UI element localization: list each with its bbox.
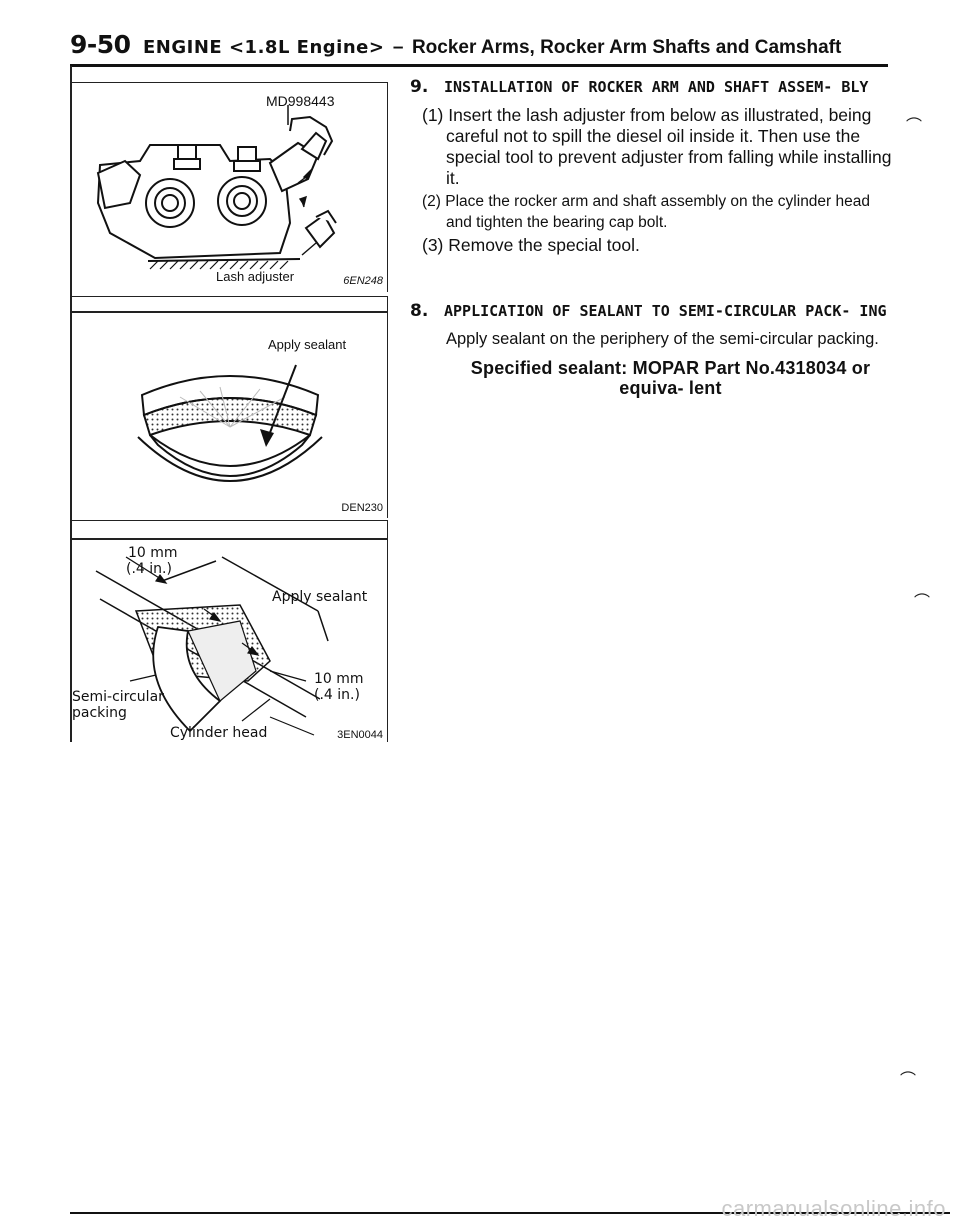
section-heading-installation: 9. INSTALLATION OF ROCKER ARM AND SHAFT … [410,78,895,97]
margin-mark-icon: ⌒ [914,594,931,611]
margin-mark-icon: ⌒ [906,118,923,135]
apply-sealant-label: Apply sealant [268,337,347,352]
left-column-rule [70,66,72,742]
figure-divider [70,311,388,313]
section-heading-sealant: 8. APPLICATION OF SEALANT TO SEMI-CIRCUL… [410,302,895,321]
margin-mark-icon: ⌒ [900,1072,917,1089]
tool-label: MD998443 [266,93,335,109]
lash-adjuster-label: Lash adjuster [216,269,295,284]
packing-label: Semi-circular [72,689,164,705]
packing-sealant-illustration [137,364,323,482]
dimension-right-value: 10 mm [314,671,364,687]
figure-code: DEN230 [341,502,383,514]
apply-sealant-label: Apply sealant [272,589,368,605]
step-2: (2) Place the rocker arm and shaft assem… [422,193,871,231]
dimension-right-unit: (.4 in.) [314,687,360,703]
dimension-top-value: 10 mm [128,545,178,561]
header-title: Rocker Arms, Rocker Arm Shafts and Camsh… [411,37,842,58]
figure-code: 3EN0044 [337,729,383,741]
figure-code: 6EN248 [343,275,383,287]
dimension-top-unit: (.4 in.) [126,561,172,577]
section-number: 8. [410,301,429,321]
header-dash: – [392,37,404,58]
page-header: 9-50 ENGINE <1.8L Engine> – Rocker Arms,… [70,30,890,64]
footer-rule [70,1212,950,1214]
lash-adjuster-illustration [96,105,337,270]
figure-packing-dimensions: 10 mm (.4 in.) Apply sealant 10 mm (.4 i… [70,520,388,742]
specified-sealant: Specified sealant: MOPAR Part No.4318034… [470,358,871,398]
figure-lash-adjuster: MD998443 Lash adjuster 6EN248 [70,82,388,292]
sealant-instruction: Apply sealant on the periphery of the se… [446,330,879,348]
section-number: 9. [410,77,429,97]
procedure-text: 9. INSTALLATION OF ROCKER ARM AND SHAFT … [410,78,895,399]
cylinder-head-label: Cylinder head [170,725,268,741]
packing-dimension-illustration [95,556,329,736]
section-name: ENGINE <1.8L Engine> [143,37,385,58]
step-3: (3) Remove the special tool. [422,235,640,255]
figure-divider [70,538,388,540]
header-rule [70,64,888,67]
packing-label-2: packing [72,705,127,721]
page-number: 9-50 [70,30,131,59]
watermark: carmanualsonline.info [721,1196,946,1221]
section-title: APPLICATION OF SEALANT TO SEMI-CIRCULAR … [444,302,887,320]
section-title: INSTALLATION OF ROCKER ARM AND SHAFT ASS… [444,78,869,96]
figure-apply-sealant: Apply sealant DEN230 [70,296,388,518]
step-1: (1) Insert the lash adjuster from below … [422,105,892,188]
